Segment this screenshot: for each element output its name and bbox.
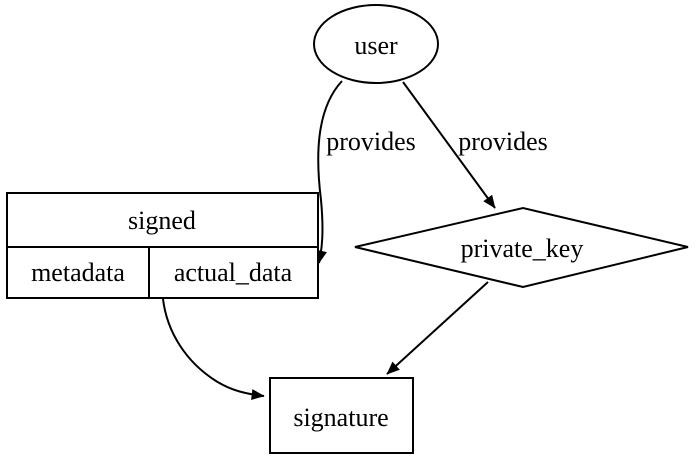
edge-user-to-actual-data-line bbox=[316, 80, 343, 264]
signed-record-cell-metadata: metadata bbox=[31, 258, 125, 287]
signed-record-cell-actual-data: actual_data bbox=[174, 258, 293, 287]
node-signature: signature bbox=[269, 377, 414, 454]
node-private-key: private_key bbox=[354, 206, 689, 289]
node-private-key-label: private_key bbox=[461, 234, 584, 263]
user-ellipse-shape bbox=[313, 4, 439, 84]
edge-user-to-private-key-line bbox=[402, 81, 496, 209]
edge-actual-data-to-signature-line bbox=[162, 298, 265, 400]
edge-user-to-actual-data: provides bbox=[316, 80, 416, 264]
edge-label-provides-left: provides bbox=[326, 127, 416, 156]
edge-label-provides-right: provides bbox=[458, 127, 548, 156]
node-signed-record: signed metadata actual_data bbox=[6, 192, 319, 299]
edge-user-to-private-key: provides bbox=[402, 81, 548, 209]
signature-box-shape bbox=[269, 377, 414, 454]
private-key-diamond-shape bbox=[354, 206, 689, 289]
edge-private-key-to-signature-line bbox=[386, 281, 489, 375]
signed-record-title: signed bbox=[128, 206, 196, 235]
signed-record-outline bbox=[6, 192, 319, 299]
edge-private-key-to-signature bbox=[386, 281, 489, 375]
node-user: user bbox=[313, 4, 439, 84]
node-signature-label: signature bbox=[293, 403, 388, 432]
edge-actual-data-to-signature bbox=[162, 298, 265, 400]
node-user-label: user bbox=[354, 31, 398, 60]
